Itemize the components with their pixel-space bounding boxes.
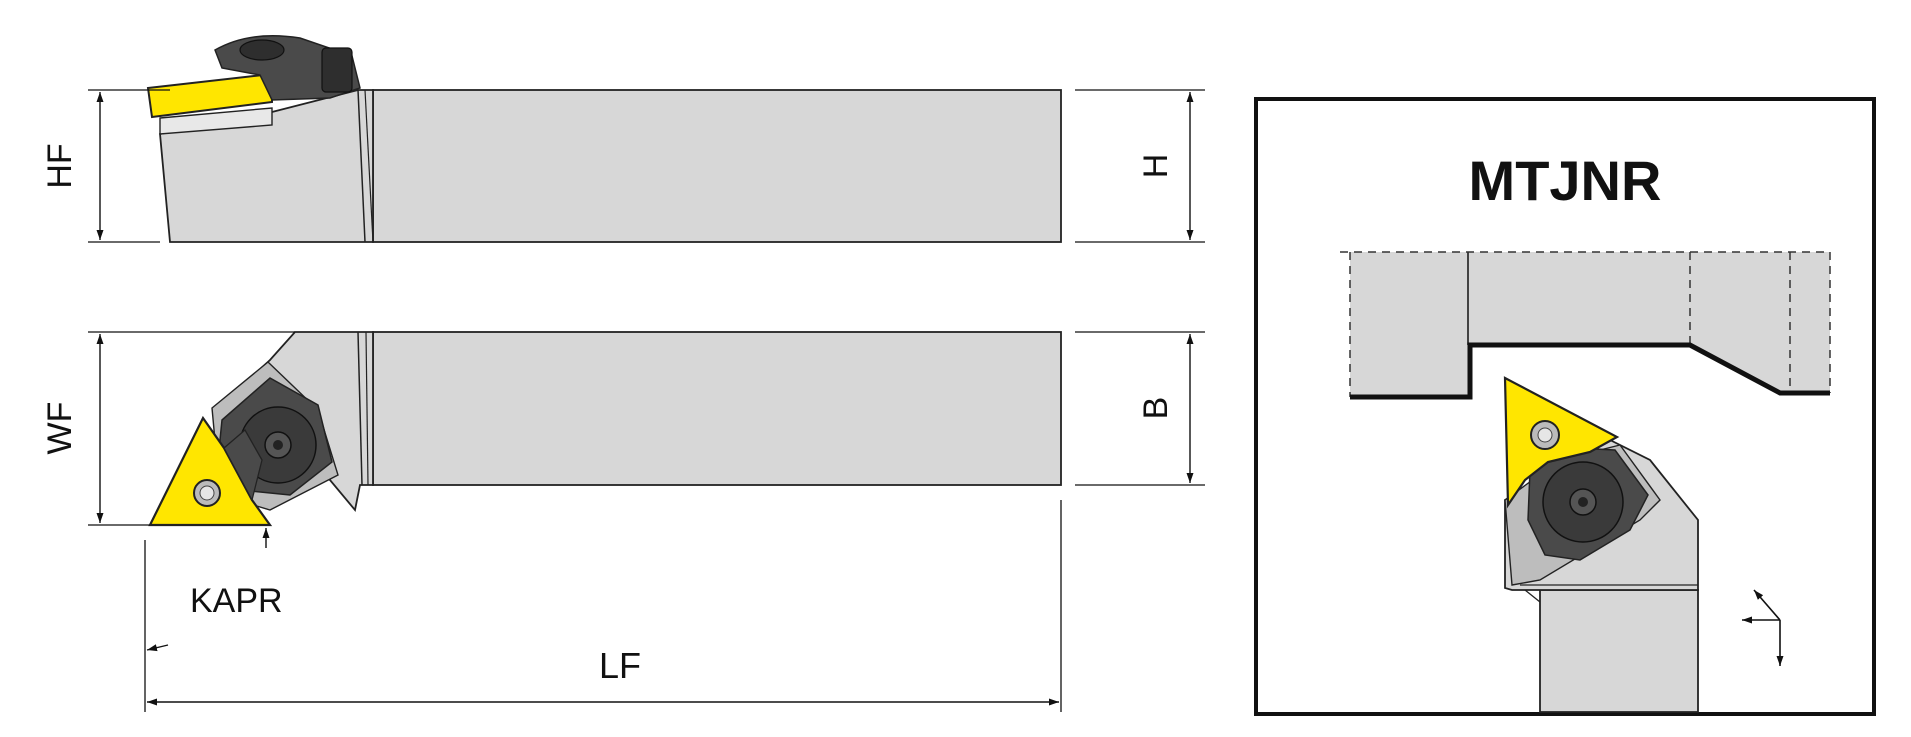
h-dimension: H bbox=[1075, 89, 1205, 243]
lf-dimension: LF bbox=[144, 500, 1062, 712]
kapr-label: KAPR bbox=[190, 582, 283, 620]
b-dimension: B bbox=[1075, 331, 1205, 486]
h-label: H bbox=[1137, 154, 1175, 179]
top-view bbox=[148, 331, 1062, 527]
detail-insert bbox=[1503, 376, 1620, 509]
hf-dimension: HF bbox=[41, 89, 170, 243]
side-view bbox=[146, 34, 1062, 243]
detail-title: MTJNR bbox=[1469, 149, 1662, 212]
machined-profile bbox=[1350, 342, 1830, 400]
wf-dimension: WF bbox=[41, 331, 295, 526]
b-label: B bbox=[1137, 397, 1175, 420]
hf-label: HF bbox=[41, 143, 79, 188]
side-insert bbox=[146, 72, 273, 119]
side-shank bbox=[372, 89, 1062, 243]
side-shim bbox=[159, 107, 273, 135]
feed-direction-icon bbox=[1742, 589, 1784, 666]
detail-panel: MTJNR bbox=[1254, 97, 1876, 716]
side-clamp-screw bbox=[321, 47, 353, 93]
lf-label: LF bbox=[599, 645, 641, 686]
top-shank bbox=[372, 331, 1062, 486]
wf-label: WF bbox=[41, 402, 79, 455]
kapr-indicator: KAPR bbox=[190, 528, 283, 620]
detail-tool-body bbox=[1539, 589, 1699, 713]
